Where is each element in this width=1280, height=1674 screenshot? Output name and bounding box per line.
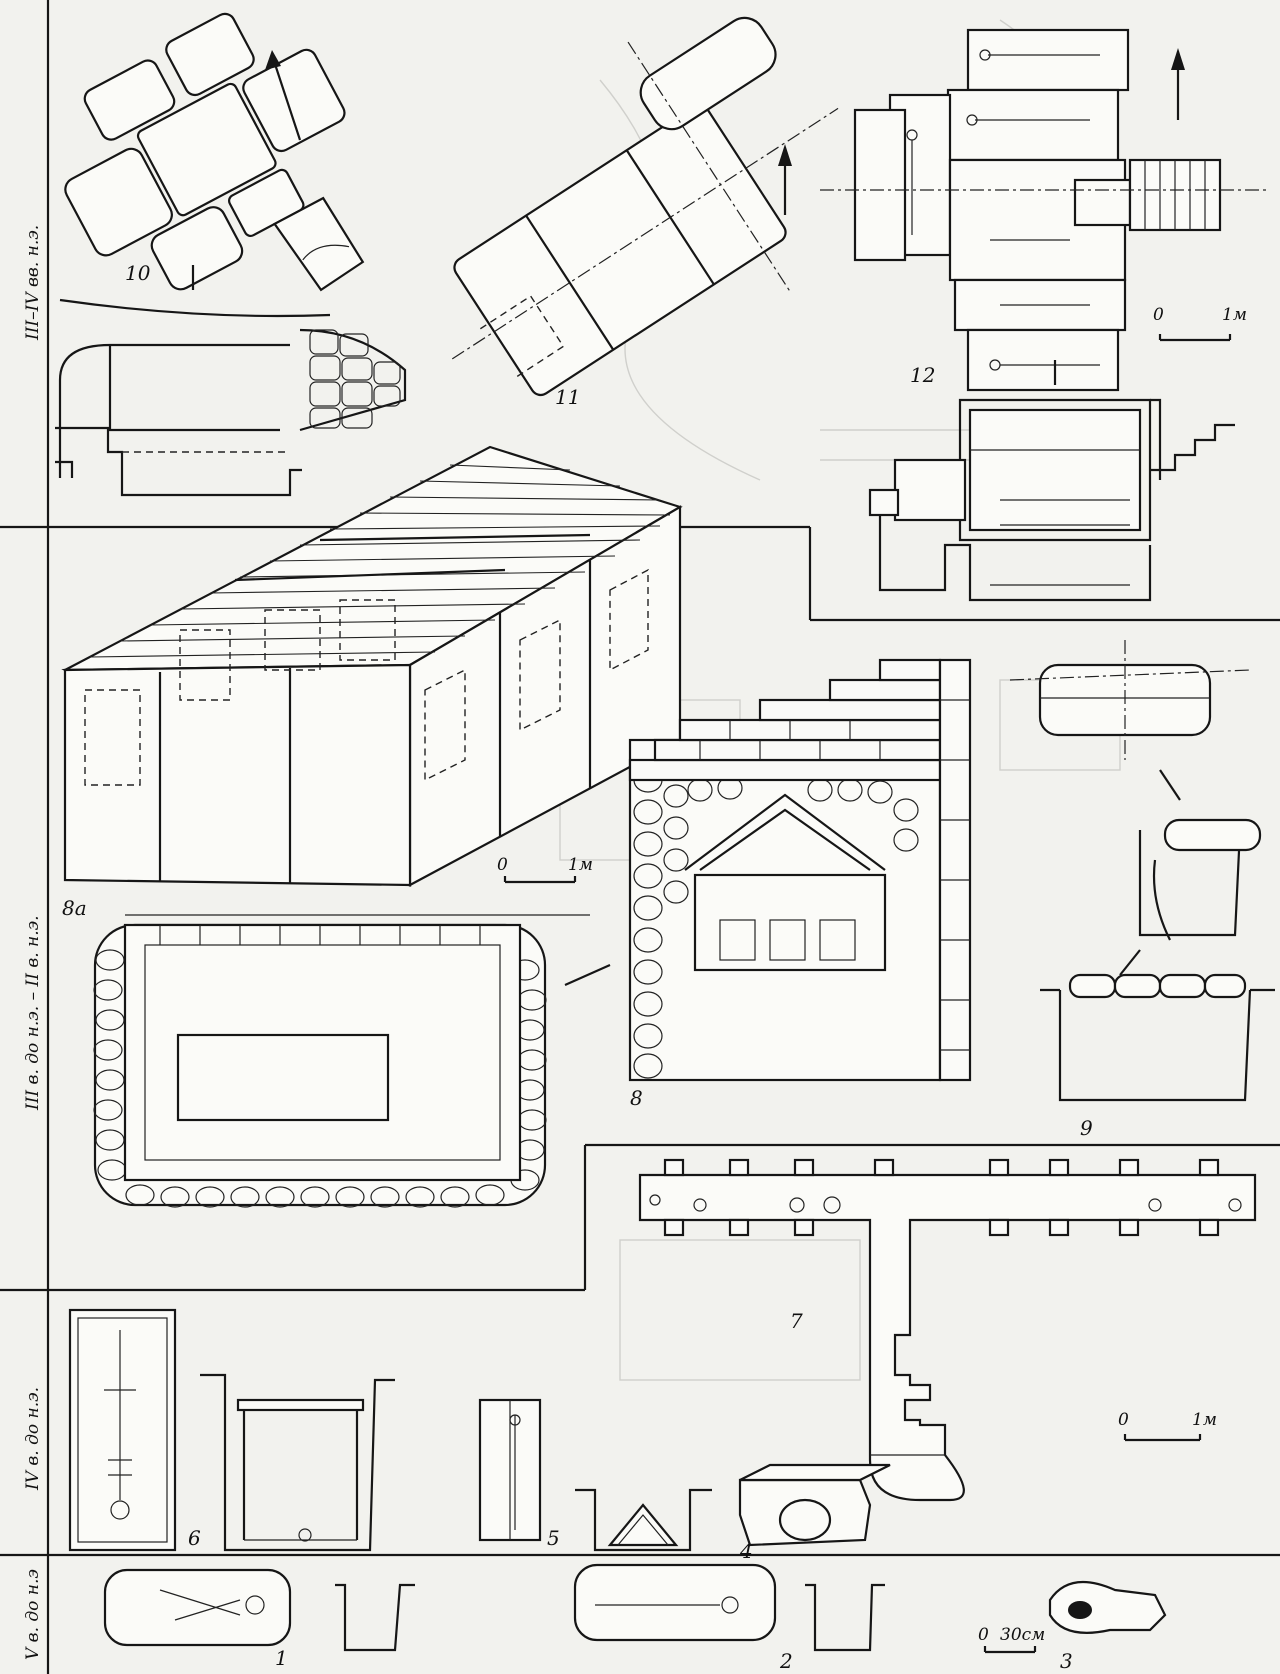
figure-label-5: 5 (547, 1526, 560, 1550)
figure-label-10: 10 (125, 261, 151, 285)
figure-label-8a: 8а (62, 896, 87, 920)
scale-one-m: 1м (1192, 1410, 1217, 1430)
figure-label-8: 8 (630, 1086, 643, 1110)
figure-label-4: 4 (739, 1539, 753, 1563)
figure-8-facade: 8 (628, 658, 972, 1110)
figure-12-family-crypt: 0 1м 12 (820, 28, 1270, 602)
skeleton-icons (906, 49, 1100, 371)
north-arrow-icon (778, 144, 792, 166)
figure-5-tile-grave: 5 (478, 1398, 712, 1552)
figure-1-pit-grave: 1 (103, 1568, 415, 1670)
figure-label-9: 9 (1080, 1116, 1093, 1140)
north-arrow-icon (265, 50, 281, 70)
figure-label-6: 6 (188, 1526, 201, 1550)
scale-zero: 0 (1153, 305, 1164, 325)
figure-label-2: 2 (779, 1649, 793, 1673)
figure-6-cist-grave: 6 (68, 1308, 395, 1552)
figure-label-12: 12 (910, 363, 935, 387)
figure-4-slab-cover: 4 (738, 1463, 891, 1563)
masonry-courses (628, 658, 942, 782)
figure-8a-plan (93, 914, 611, 1208)
scale-zero: 0 (978, 1625, 989, 1645)
period-label-3: IV в. до н.э. (23, 1387, 43, 1491)
roof-tiles (89, 464, 671, 658)
scale-thirty-cm: 30см (1000, 1625, 1045, 1645)
figure-9-slab-grave: 9 (1009, 640, 1275, 1140)
scale-one-m: 1м (1222, 305, 1247, 325)
figure-11-crypt-plan: 11 (451, 16, 839, 409)
figure-10-crypt: 10 (55, 12, 407, 497)
period-label-2: III в. до н.э. – II в. н.э. (23, 915, 43, 1111)
figure-label-3: 3 (1060, 1649, 1073, 1673)
figure-label-1: 1 (275, 1646, 288, 1670)
period-label-1: III–IV вв. н.э. (23, 225, 43, 341)
figure-2-pit-grave: 2 (573, 1563, 885, 1673)
figure-7-catacomb-plan: 0 1м 7 (638, 1158, 1257, 1502)
period-label-4: V в. до н.э (23, 1569, 43, 1660)
niches (663, 1158, 1220, 1237)
north-arrow-icon (1171, 48, 1185, 70)
figure-label-11: 11 (555, 385, 580, 409)
figure-3-amphora: 0 30см 3 (978, 1580, 1167, 1673)
scale-zero: 0 (497, 855, 508, 875)
scale-zero: 0 (1118, 1410, 1129, 1430)
scale-one-m: 1м (568, 855, 593, 875)
dromos-steps (1144, 160, 1206, 230)
stone-blocking (309, 329, 401, 429)
figure-label-7: 7 (790, 1309, 803, 1333)
period-labels: III–IV вв. н.э. III в. до н.э. – II в. н… (23, 225, 43, 1660)
figure-8a-crypt-axonometric: 0 1м 8а (61, 445, 683, 920)
